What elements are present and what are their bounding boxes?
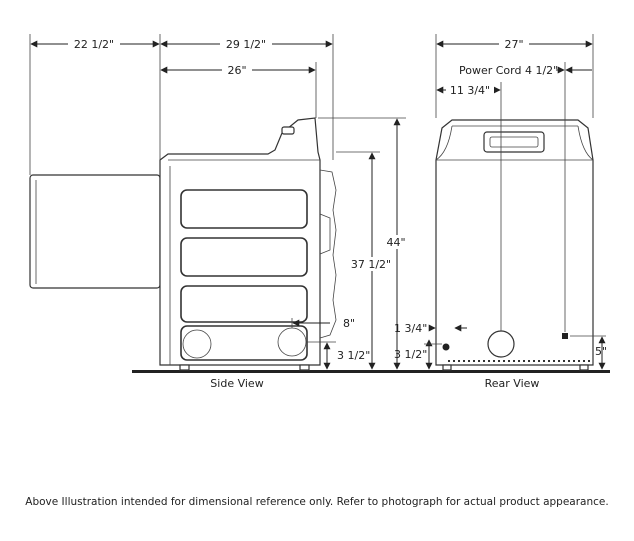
floor-line: [132, 370, 610, 373]
dim-side-vent-height: 3 1/2": [337, 349, 370, 362]
dim-depth-with-console: 29 1/2": [226, 38, 266, 51]
power-cord-port: [562, 333, 568, 339]
rear-cabinet: [435, 119, 594, 366]
dim-power-cord: Power Cord 4 1/2": [459, 64, 558, 77]
rear-view-dryer: [435, 119, 594, 371]
dim-door-open-depth: 22 1/2": [74, 38, 114, 51]
disclaimer-text: Above Illustration intended for dimensio…: [25, 496, 609, 508]
side-view-label: Side View: [210, 377, 263, 390]
dim-width: 27": [504, 38, 523, 51]
dim-vent-center: 11 3/4": [450, 84, 490, 97]
console-control: [281, 126, 295, 135]
side-panel-4: [180, 325, 308, 361]
dim-vent-offset: 8": [343, 317, 355, 330]
dim-cabinet-height: 37 1/2": [351, 258, 391, 271]
dim-gas-height: 1 3/4": [394, 322, 427, 335]
side-panel-1: [180, 189, 308, 229]
open-door: [29, 174, 161, 289]
side-view-dryer: [29, 117, 337, 371]
dim-rear-vent-height: 3 1/2": [394, 348, 427, 361]
side-panel-2: [180, 237, 308, 277]
side-panel-3: [180, 285, 308, 323]
dim-cord-height: 5": [595, 345, 607, 358]
dim-overall-height: 44": [386, 236, 405, 249]
rear-handle-recess: [483, 131, 545, 153]
rear-vent-outlet: [487, 330, 515, 358]
rear-view-label: Rear View: [485, 377, 540, 390]
dim-cabinet-depth: 26": [227, 64, 246, 77]
gas-connection: [442, 343, 450, 351]
